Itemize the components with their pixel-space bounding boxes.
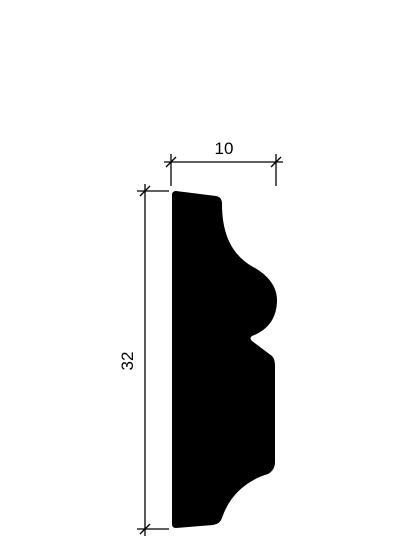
width-tick-left (165, 156, 177, 168)
height-dimension (137, 184, 169, 536)
height-dimension-label: 32 (118, 352, 137, 371)
width-tick-right (270, 156, 282, 168)
height-tick-top (139, 185, 151, 197)
height-tick-bottom (139, 523, 151, 535)
molding-profile-shape (172, 191, 277, 528)
width-dimension-label: 10 (215, 139, 234, 158)
width-dimension (164, 154, 283, 186)
